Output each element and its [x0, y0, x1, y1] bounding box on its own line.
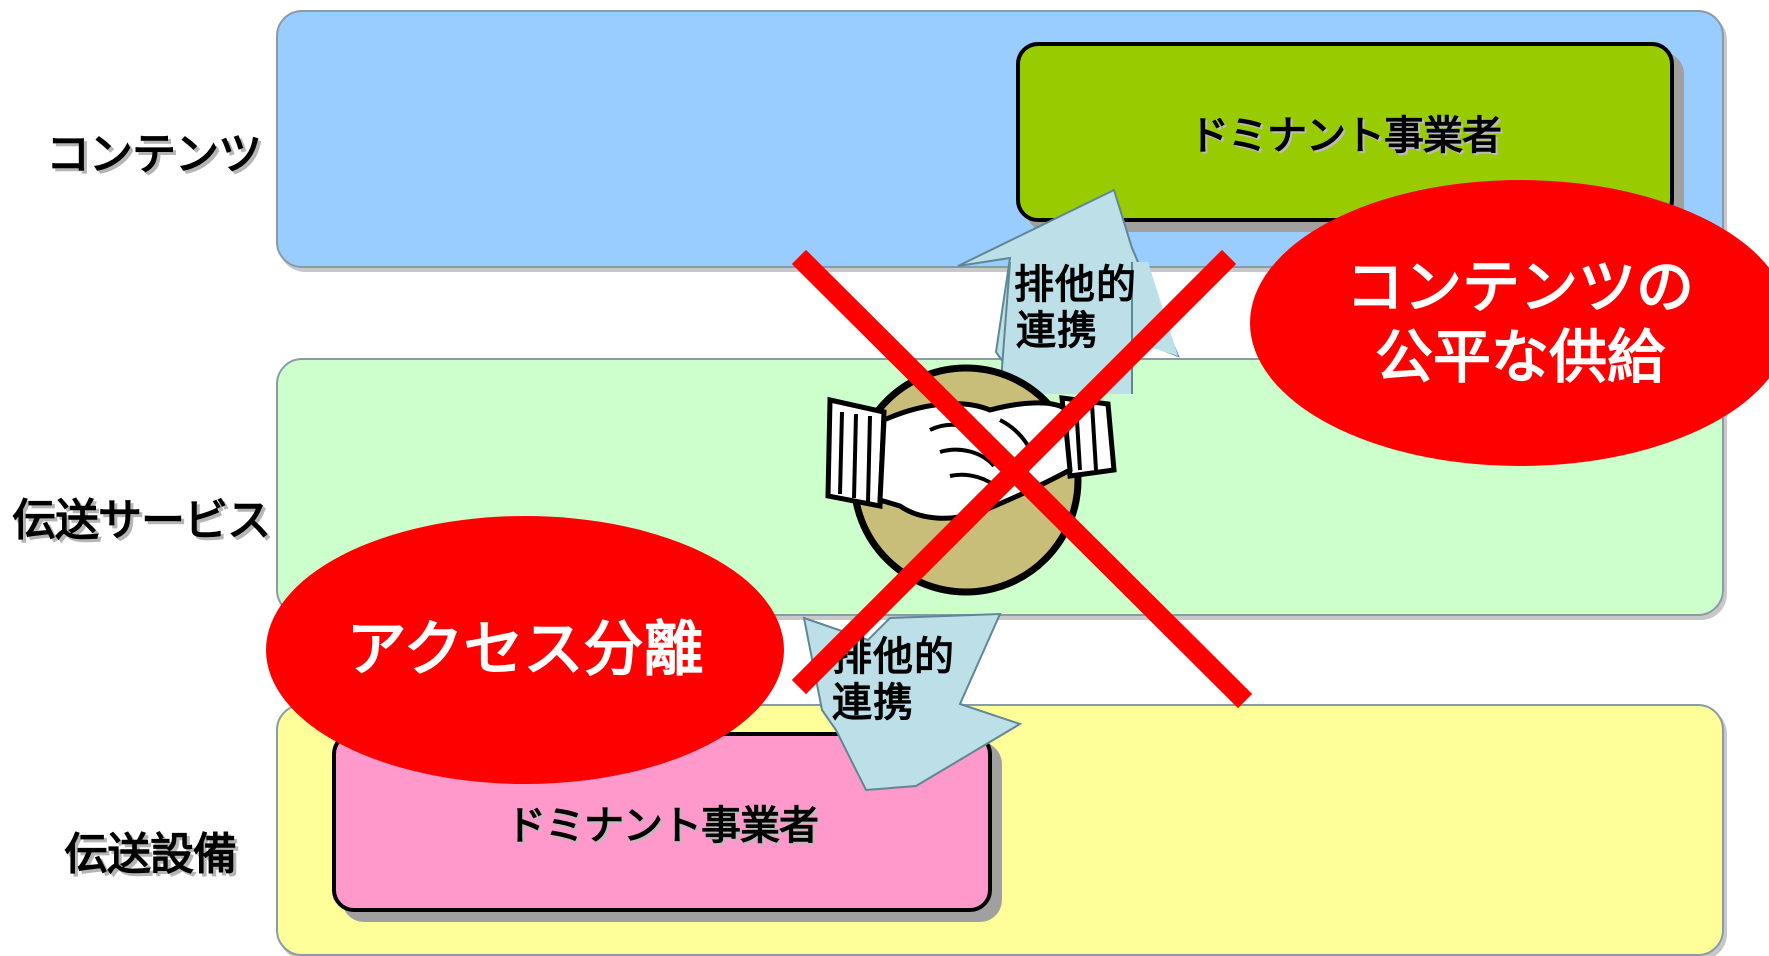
exclusive-link-label-top: 排他的 連携 — [1014, 262, 1137, 354]
callout-bottom-text: アクセス分離 — [346, 615, 704, 685]
callout-access-separation: アクセス分離 — [266, 516, 784, 784]
exclusive-link-label-top-line1: 排他的 — [1014, 262, 1137, 308]
callout-top-line1: コンテンツの — [1345, 253, 1694, 322]
exclusive-link-arrow-bottom — [802, 612, 1023, 792]
row-label-facility: 伝送設備 — [64, 829, 237, 880]
row-label-service: 伝送サービス — [12, 495, 271, 546]
exclusive-link-arrow-top-body — [1000, 262, 1178, 394]
callout-fair-content-supply: コンテンツの 公平な供給 — [1250, 180, 1769, 466]
exclusive-link-label-bottom-line2: 連携 — [832, 680, 914, 726]
exclusive-link-label-top-line2: 連携 — [1016, 308, 1098, 354]
dominant-operator-label-top: ドミナント事業者 — [1189, 113, 1502, 159]
callout-top-line2: 公平な供給 — [1374, 323, 1665, 391]
dominant-operator-label-bottom: ドミナント事業者 — [506, 803, 819, 849]
row-label-content: コンテンツ — [46, 129, 262, 180]
